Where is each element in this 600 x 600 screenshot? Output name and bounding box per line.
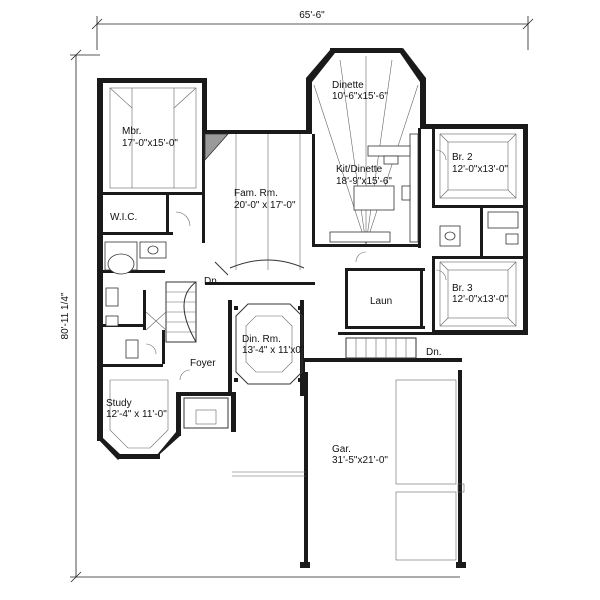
study-label: Study [106, 398, 132, 409]
br3-ceiling [439, 261, 517, 327]
garage-stair-down-label: Dn. [426, 347, 442, 358]
kitchen-fixtures [329, 133, 419, 243]
study-size: 12'-4" x 11'-0" [106, 409, 167, 420]
br2-size: 12'-0"x13'-0" [452, 164, 508, 175]
mbr-ceiling [109, 87, 197, 189]
dinette-size: 10'-6"x15'-6" [332, 91, 388, 102]
fireplace [204, 133, 229, 162]
fam-room-ceiling [214, 134, 305, 276]
exterior-walls [97, 48, 528, 568]
overall-width-label: 65'-6" [299, 10, 325, 21]
wic-label: W.I.C. [110, 212, 137, 223]
porch [183, 397, 229, 429]
br3-label: Br. 3 [452, 283, 473, 294]
dinette-ceiling [313, 56, 419, 245]
din-size: 13'-4" x 11'x0" [242, 345, 305, 356]
fam-size: 20'-0" x 17'-0" [234, 200, 296, 211]
br2-ceiling [439, 133, 517, 199]
foyer-label: Foyer [190, 358, 216, 369]
kit-label: Kit/Dinette [336, 164, 383, 175]
master-bath-fixtures [104, 241, 167, 359]
dining-ceiling [234, 303, 303, 385]
door-swings [145, 149, 447, 381]
br2-label: Br. 2 [452, 152, 473, 163]
kit-size: 18'-9"x15'-6" [336, 176, 392, 187]
laun-label: Laun [370, 296, 392, 307]
overall-height-label: 80'-11 1/4" [60, 292, 71, 339]
main-stairs [145, 281, 197, 343]
study-ceiling [109, 379, 169, 449]
dinette-label: Dinette [332, 80, 364, 91]
stair-down-label: Dn. [204, 276, 220, 287]
gar-size: 31'-5"x21'-0" [332, 455, 388, 466]
mbr-size: 17'-0"x15'-0" [122, 138, 178, 149]
dimension-lines [70, 16, 534, 583]
hall-bath-fixtures [439, 211, 519, 247]
din-label: Din. Rm. [242, 334, 281, 345]
garage-doors [232, 379, 465, 561]
fam-label: Fam. Rm. [234, 188, 278, 199]
gar-label: Gar. [332, 444, 351, 455]
br3-size: 12'-0"x13'-0" [452, 294, 508, 305]
garage-stairs [345, 337, 417, 359]
interior-walls [103, 128, 523, 392]
mbr-label: Mbr. [122, 126, 141, 137]
